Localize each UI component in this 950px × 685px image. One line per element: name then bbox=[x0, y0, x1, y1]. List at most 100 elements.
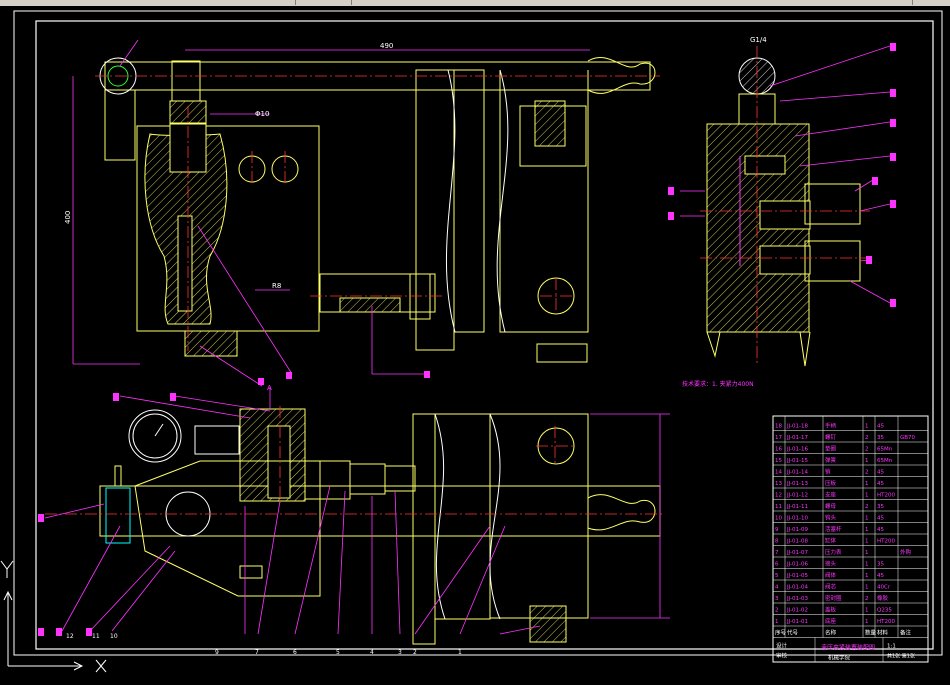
toolbar-segment bbox=[913, 0, 950, 5]
table-cell: JJ-01-07 bbox=[786, 550, 809, 556]
table-cell: JJ-01-04 bbox=[786, 585, 809, 591]
dim-radius: R8 bbox=[272, 282, 281, 290]
drawing-canvas[interactable]: 490 400 Φ10 R8 G1/4 bbox=[0, 6, 950, 681]
balloon-labels-left: 12 11 10 bbox=[66, 633, 118, 640]
table-cell: 2 bbox=[775, 608, 779, 614]
balloon-marker bbox=[258, 378, 264, 385]
table-cell: 阀体 bbox=[825, 571, 837, 579]
designer-label: 设计 bbox=[776, 642, 788, 650]
balloon-number: 1 bbox=[458, 649, 462, 656]
table-cell: 阀芯 bbox=[825, 583, 837, 591]
table-cell: 底座 bbox=[825, 617, 837, 625]
balloon-number: 7 bbox=[255, 649, 259, 656]
table-cell: 销 bbox=[825, 468, 831, 476]
balloon-number: 2 bbox=[413, 649, 417, 656]
table-cell: 螺母 bbox=[825, 502, 837, 510]
balloon-number: 5 bbox=[336, 649, 340, 656]
table-cell: JJ-01-16 bbox=[786, 447, 809, 453]
table-cell: 65Mn bbox=[877, 447, 893, 453]
table-cell: 1 bbox=[865, 619, 869, 625]
balloon-number: 3 bbox=[398, 649, 402, 656]
table-cell: 盖板 bbox=[825, 606, 837, 614]
table-cell: Q235 bbox=[877, 608, 892, 614]
table-cell: 45 bbox=[877, 573, 884, 579]
table-cell: JJ-01-01 bbox=[786, 619, 808, 625]
table-cell: 手柄 bbox=[825, 422, 837, 430]
table-cell: JJ-01-18 bbox=[786, 424, 809, 430]
table-cell: 45 bbox=[877, 481, 884, 487]
front-view-top bbox=[99, 57, 656, 363]
table-cell: 2 bbox=[865, 470, 869, 476]
school-label: 机械学院 bbox=[828, 654, 851, 662]
table-cell: 材料 bbox=[877, 629, 889, 637]
centerlines-bottom bbox=[45, 406, 665, 515]
balloon-markers-side bbox=[668, 43, 896, 307]
table-cell: 名称 bbox=[825, 629, 837, 637]
section-label-lower: A bbox=[267, 384, 272, 392]
table-cell: 11 bbox=[775, 504, 782, 510]
table-cell: 12 bbox=[775, 493, 782, 499]
table-cell: 代号 bbox=[787, 629, 799, 637]
table-cell: 钩头 bbox=[825, 514, 837, 522]
balloon-markers-bottom bbox=[38, 393, 176, 636]
table-cell: 备注 bbox=[900, 629, 912, 637]
table-cell: JJ-01-08 bbox=[786, 539, 809, 545]
drawing-title: 液压夹紧装置装配图 bbox=[821, 644, 875, 652]
balloon-marker bbox=[424, 371, 430, 378]
table-cell: 45 bbox=[877, 424, 884, 430]
table-cell: 13 bbox=[775, 481, 782, 487]
table-cell: 1 bbox=[865, 424, 869, 430]
cad-drawing[interactable]: 490 400 Φ10 R8 G1/4 bbox=[0, 6, 950, 681]
table-cell: 6 bbox=[775, 562, 779, 568]
toolbar-segment bbox=[352, 0, 913, 5]
table-cell: 缸体 bbox=[825, 537, 837, 545]
table-cell: 15 bbox=[775, 458, 782, 464]
table-cell: HT200 bbox=[877, 539, 895, 545]
table-cell: 35 bbox=[877, 435, 884, 441]
balloon-number: 10 bbox=[110, 633, 118, 640]
leaders-side bbox=[680, 45, 891, 304]
table-cell: JJ-01-10 bbox=[786, 516, 809, 522]
pressure-gauge bbox=[114, 423, 164, 487]
table-cell: 压力表 bbox=[825, 548, 842, 556]
balloon-number: 11 bbox=[92, 633, 100, 640]
technical-note: 技术要求：1. 夹紧力400N bbox=[682, 380, 754, 388]
parts-table-border bbox=[772, 415, 929, 663]
table-cell: 接头 bbox=[825, 560, 837, 568]
table-cell: JJ-01-06 bbox=[786, 562, 809, 568]
table-cell: 1 bbox=[865, 458, 869, 464]
table-cell: 1 bbox=[865, 573, 869, 579]
scale-label: 1:1 bbox=[887, 644, 896, 650]
label-port: G1/4 bbox=[750, 36, 767, 44]
table-cell: 压板 bbox=[825, 479, 837, 487]
table-cell: 螺钉 bbox=[825, 433, 837, 441]
table-cell: 橡胶 bbox=[877, 594, 889, 602]
table-cell: 活塞杆 bbox=[825, 525, 842, 533]
table-cell: JJ-01-15 bbox=[786, 458, 809, 464]
balloon-number: 12 bbox=[66, 633, 74, 640]
table-cell: 1 bbox=[865, 585, 869, 591]
dim-pivot: Φ10 bbox=[255, 110, 269, 118]
table-cell: JJ-01-14 bbox=[786, 470, 809, 476]
toolbar-segment bbox=[296, 0, 352, 5]
table-cell: 16 bbox=[775, 447, 782, 453]
dims-bottom bbox=[44, 386, 670, 635]
balloon-number: 9 bbox=[215, 649, 219, 656]
table-cell: 2 bbox=[865, 596, 869, 602]
inner-border bbox=[35, 20, 934, 650]
table-cell: JJ-01-05 bbox=[786, 573, 809, 579]
balloon-number: 4 bbox=[370, 649, 374, 656]
centerlines-side bbox=[700, 46, 870, 366]
table-cell: 35 bbox=[877, 562, 884, 568]
centerlines-top bbox=[95, 75, 660, 351]
table-cell: JJ-01-13 bbox=[786, 481, 809, 487]
outer-border bbox=[13, 10, 943, 656]
table-cell: HT200 bbox=[877, 493, 895, 499]
table-cell: JJ-01-03 bbox=[786, 596, 809, 602]
table-cell: JJ-01-02 bbox=[786, 608, 808, 614]
table-cell: 弹簧 bbox=[825, 456, 837, 464]
table-cell: 密封圈 bbox=[825, 594, 842, 602]
table-cell: 支座 bbox=[825, 491, 837, 499]
